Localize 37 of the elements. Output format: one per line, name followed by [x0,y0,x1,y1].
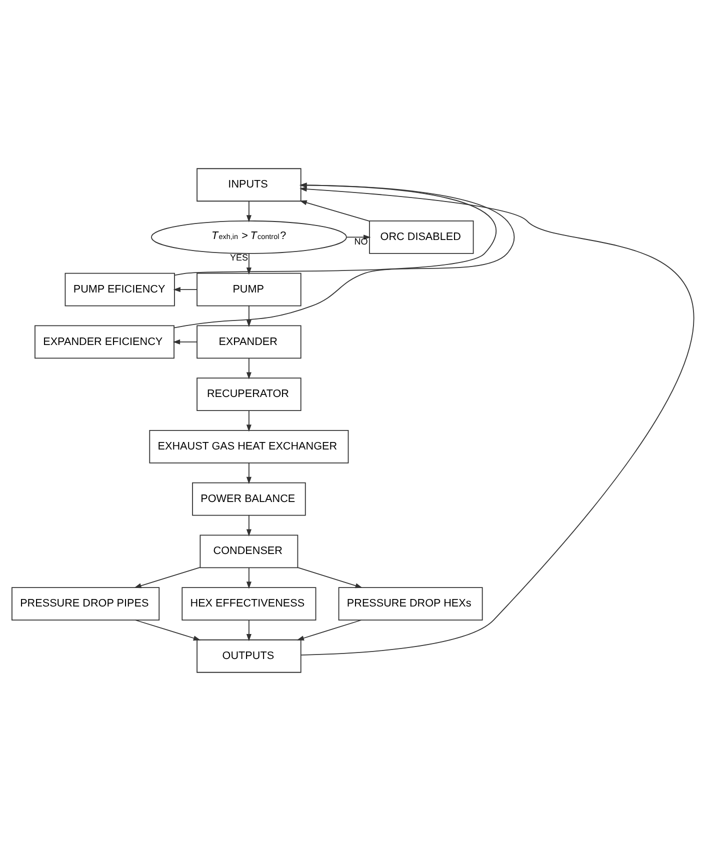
node-box: ORC DISABLED [369,220,474,254]
arrow [172,339,198,344]
arrow [300,200,370,222]
arrow [296,620,362,641]
node-box: POWER BALANCE [192,482,306,516]
node-box: PUMP EFICIENCY [64,272,175,306]
edge-label: YES [230,252,248,263]
arrow [174,182,496,276]
node-box: EXPANDER EFICIENCY [34,325,174,359]
node-box: INPUTS [196,168,302,202]
arrow [246,305,252,328]
node-box: PUMP [196,272,302,306]
arrow [246,358,252,380]
node-box: OUTPUTS [196,639,302,673]
node-box: PRESSURE DROP PIPES [12,587,160,620]
arrow [246,253,252,275]
arrow [173,287,198,292]
arrow [246,514,252,537]
node-ellipse: Texh,in > Tcontrol? [151,220,347,254]
node-box: EXHAUST GAS HEAT EXCHANGER [149,430,349,464]
arrow [246,620,252,642]
edge-label: NO [354,236,368,246]
node-box: CONDENSER [200,534,298,568]
arrow [134,567,200,588]
arrow [174,182,515,328]
arrow [246,462,252,484]
node-box: HEX EFFECTIVENESS [182,587,316,620]
arrow [135,620,201,641]
arrow [246,200,252,222]
arrow [300,186,693,656]
node-box: RECUPERATOR [196,378,302,412]
arrow [297,567,363,588]
arrow [346,234,371,240]
node-box: EXPANDER [196,325,302,359]
arrow [246,410,252,432]
arrow [246,567,252,589]
node-box: PRESSURE DROP HEXs [338,587,483,620]
